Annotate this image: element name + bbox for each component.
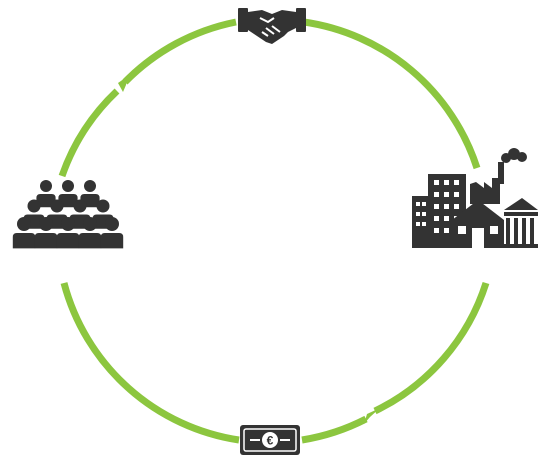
euro-symbol: € — [267, 434, 274, 448]
person-body — [78, 233, 102, 249]
flow-arrow-lower-right — [364, 408, 380, 424]
person-head — [73, 199, 87, 213]
ring-arc-bottom-left — [60, 282, 240, 444]
person-head — [62, 180, 74, 192]
person-head — [50, 199, 64, 213]
flow-arrow-upper-left — [118, 76, 128, 92]
ring-arc-bottom-right-2 — [301, 415, 368, 444]
person-body — [36, 194, 56, 208]
flow-arrows — [118, 76, 380, 424]
crowd-of-people-icon — [12, 180, 124, 249]
person-body — [12, 233, 36, 249]
person-body — [100, 233, 124, 249]
person-body — [58, 194, 78, 208]
handshake-icon — [238, 8, 306, 44]
city-buildings-icon — [412, 148, 538, 248]
person-head — [61, 217, 75, 231]
person-head — [17, 217, 31, 231]
ring-arc-top-right — [303, 18, 481, 170]
ring-arc-top-left-2 — [58, 88, 120, 178]
person-head — [105, 217, 119, 231]
person-head — [84, 180, 96, 192]
person-body — [56, 233, 80, 249]
ring-arc-top-left — [122, 18, 237, 85]
euro-banknote-icon: € — [240, 425, 300, 455]
ring-arc-bottom-right — [373, 281, 490, 415]
person-head — [83, 217, 97, 231]
cycle-ring — [58, 18, 490, 444]
person-head — [39, 217, 53, 231]
person-body — [34, 233, 58, 249]
person-head — [40, 180, 52, 192]
person-head — [96, 199, 110, 213]
person-head — [27, 199, 41, 213]
